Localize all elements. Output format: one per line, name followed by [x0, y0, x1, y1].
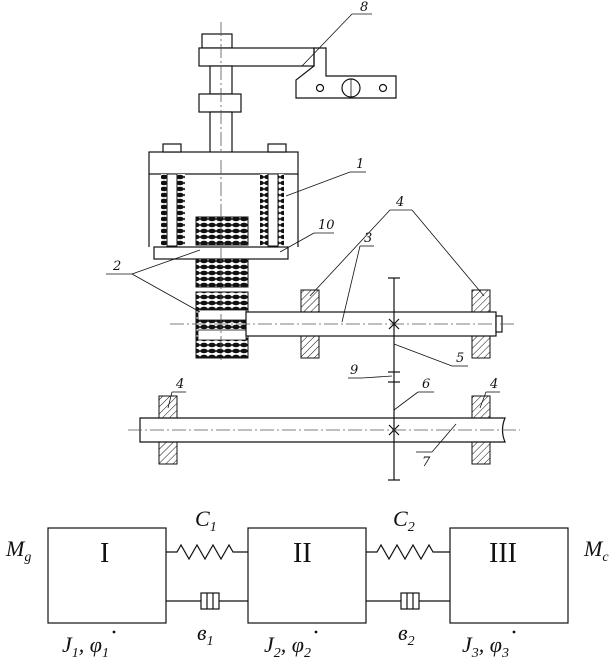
- damper-b2: [366, 592, 450, 610]
- mass-label-3: III: [489, 538, 517, 569]
- spring-c2: [366, 543, 450, 561]
- inertia-3-label: J3, φ3: [462, 630, 516, 661]
- callout-7: 7: [422, 455, 431, 470]
- moment-input: Mg: [5, 536, 31, 565]
- lower-shaft: [128, 395, 520, 465]
- lever-arm: [198, 22, 397, 160]
- callout-8: 8: [360, 0, 368, 15]
- callout-6: 6: [422, 377, 430, 392]
- spring-c1: [166, 543, 248, 561]
- mass-label-1: I: [100, 538, 109, 569]
- spring-c1-label: C1: [195, 506, 217, 535]
- callout-labels: 8 1 10 2 4 3 5 9 6 7 4 4: [112, 0, 498, 470]
- callout-10: 10: [318, 218, 335, 233]
- leader-lines: [106, 13, 500, 453]
- callout-3: 3: [364, 231, 372, 246]
- callout-1: 1: [356, 157, 364, 172]
- inertia-1-label: J1, φ1: [62, 630, 116, 661]
- svg-text:J1, φ1: J1, φ1: [62, 632, 109, 661]
- gear-pair: [388, 277, 400, 481]
- mass-label-2: II: [293, 538, 312, 569]
- mass-block-3: [449, 527, 569, 624]
- spring-c2-label: C2: [393, 506, 415, 535]
- svg-text:J2, φ2: J2, φ2: [264, 632, 311, 661]
- svg-text:J3, φ3: J3, φ3: [462, 632, 509, 661]
- spring-housing: [148, 143, 299, 247]
- damper-b2-label: в2: [398, 620, 415, 649]
- callout-2: 2: [112, 259, 121, 274]
- callout-4-right: 4: [489, 377, 498, 392]
- mass-block-1: [47, 527, 167, 624]
- moment-output: Mc: [583, 536, 609, 565]
- callout-5: 5: [456, 351, 464, 366]
- callout-4-left: 4: [175, 377, 184, 392]
- damper-b1-label: в1: [197, 620, 214, 649]
- friction-stack: [153, 160, 289, 360]
- inertia-2-label: J2, φ2: [264, 630, 318, 661]
- upper-shaft: [170, 289, 515, 359]
- callout-4-top: 4: [395, 195, 404, 210]
- damper-b1: [166, 592, 248, 610]
- callout-9: 9: [350, 363, 358, 378]
- mass-block-2: [247, 527, 367, 624]
- dynamic-model: I II III Mg Mc C1 C2 в1 в2 J1, φ1 J2, φ2…: [5, 506, 609, 661]
